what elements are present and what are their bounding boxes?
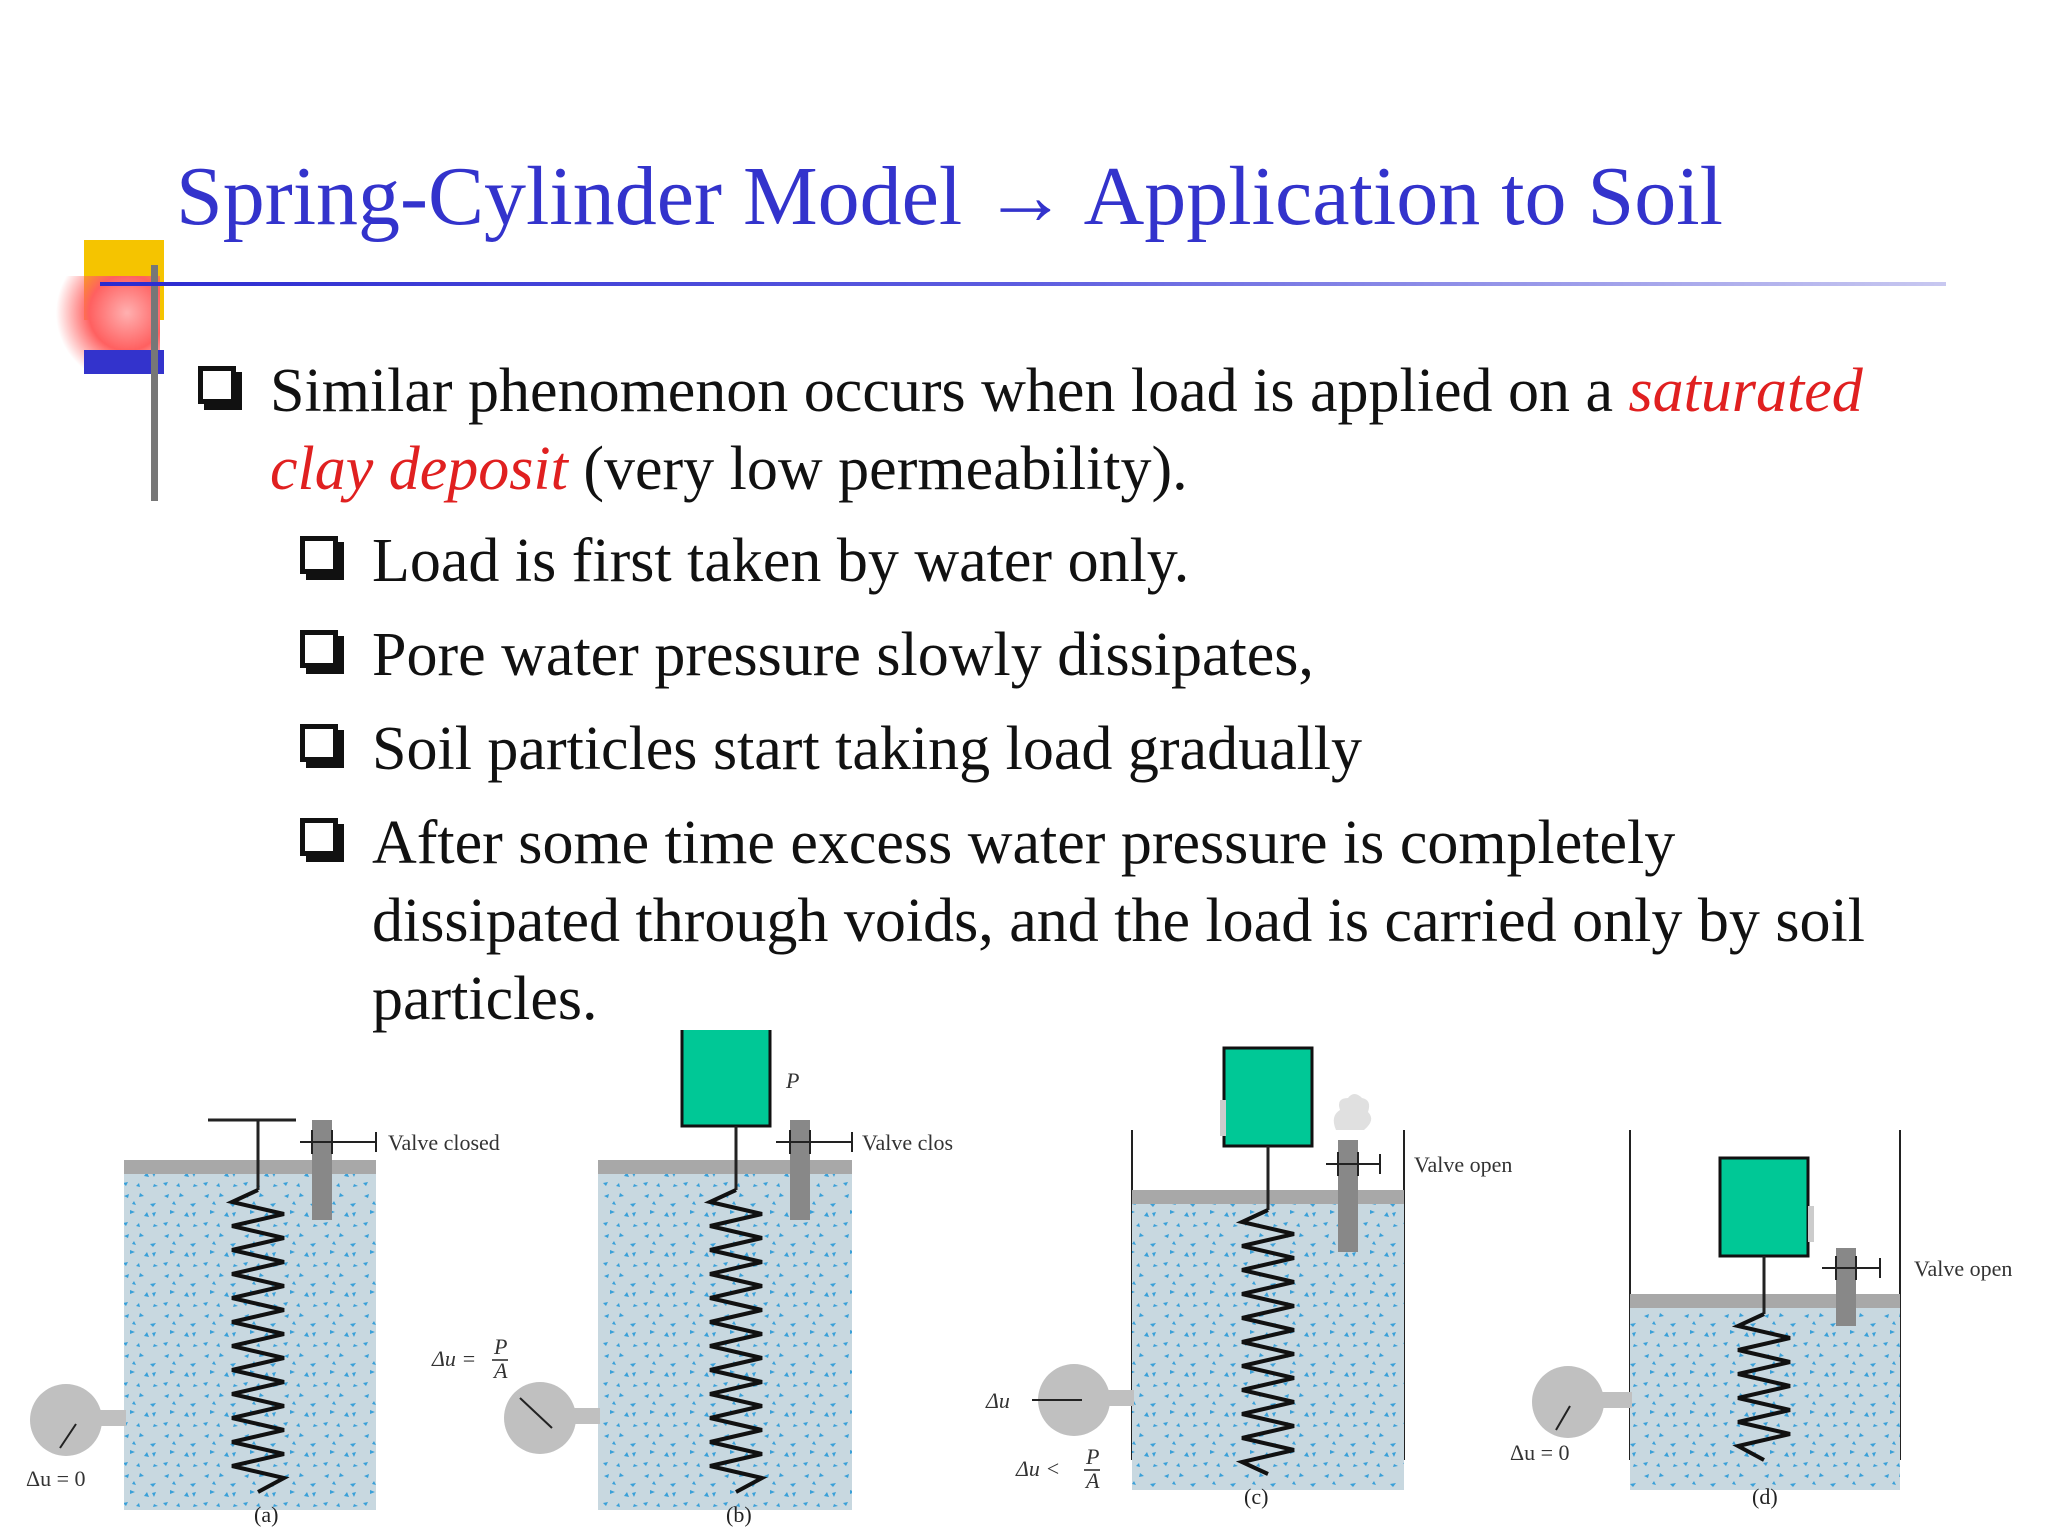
subbullet-3-checkbox-icon [300,724,338,762]
panel-c-gauge-label: Δu < [1015,1456,1060,1481]
subbullet-2-checkbox-icon [300,630,338,668]
subbullet-4-line-1: After some time excess water pressure is… [372,809,1676,877]
panel-b-load-label: P [785,1068,799,1093]
corner-decoration [50,240,164,374]
panel-d-caption: (d) [1752,1484,1778,1509]
panel-b-gauge-frac-num: P [493,1334,507,1359]
subbullet-4-line-3: particles. [372,965,598,1033]
panel-d: Valve open Δu = 0 (d) [1510,1130,2012,1509]
water-spray-icon [1333,1094,1372,1130]
title-underline [100,282,1946,286]
bullet-main-before: Similar phenomenon occurs when load is a… [270,357,1629,425]
slide-title: Spring-Cylinder Model → Application to S… [176,150,1723,243]
panel-d-valve-label: Valve open [1914,1256,2012,1281]
panel-c-gauge-frac-num: P [1085,1444,1099,1469]
bullet-main-emphasis-2: clay deposit [270,435,568,503]
panel-a-gauge-label: Δu = 0 [26,1466,86,1491]
subbullet-1: Load is first taken by water only. [372,527,1190,595]
spring-cylinder-figure: Valve closed Δu = 0 (a) P Valve clos Δu … [26,1030,2012,1527]
panel-b-caption: (b) [726,1502,752,1527]
panel-c: Valve open Δu Δu < P A (c) [985,1046,1512,1509]
panel-c-gauge-frac-den: A [1084,1468,1100,1493]
vertical-rule [151,265,158,501]
panel-a-valve-label: Valve closed [388,1130,500,1155]
panel-c-gauge-label-top: Δu [985,1388,1010,1413]
panel-c-caption: (c) [1244,1484,1268,1509]
subbullet-4-line-2: dissipated through voids, and the load i… [372,887,1865,955]
bullet-main-text: Similar phenomenon occurs when load is a… [270,352,2010,508]
subbullet-3: Soil particles start taking load gradual… [372,715,1363,783]
panel-c-valve-label: Valve open [1414,1152,1512,1177]
bullet-main-emphasis-1: saturated [1628,357,1863,425]
subbullet-4: After some time excess water pressure is… [372,804,2012,1038]
panel-b-gauge-frac-den: A [492,1358,508,1383]
panel-a: Valve closed Δu = 0 (a) [26,1118,500,1527]
subbullet-4-checkbox-icon [300,818,338,856]
panel-b-valve-label: Valve clos [862,1130,953,1155]
subbullet-1-checkbox-icon [300,536,338,574]
bullet-checkbox-icon [198,366,236,404]
bullet-main-after: (very low permeability). [567,435,1188,503]
subbullet-2: Pore water pressure slowly dissipates, [372,621,1314,689]
panel-a-caption: (a) [254,1502,278,1527]
panel-b: P Valve clos Δu = P A (b) [431,1030,953,1527]
panel-b-gauge-label: Δu = [431,1346,476,1371]
panel-d-gauge-label: Δu = 0 [1510,1440,1570,1465]
